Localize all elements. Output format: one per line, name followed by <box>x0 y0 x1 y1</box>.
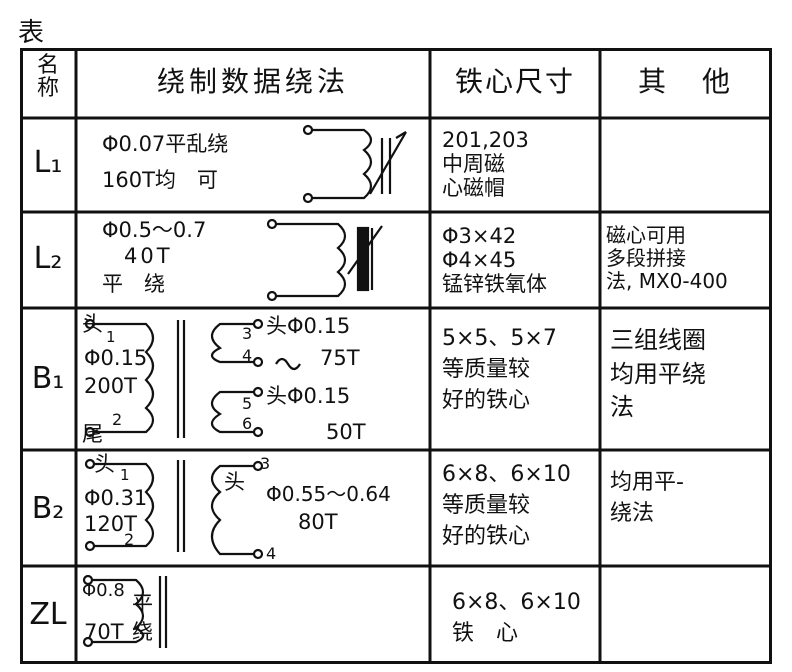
b1-start-label: 头 <box>82 312 103 336</box>
l2-core-size: Φ3×42 Φ4×45 锰锌铁氧体 <box>442 224 547 297</box>
zl-turns: 70T <box>84 620 124 644</box>
b1-pin3: 3 <box>242 324 253 343</box>
b2-pin1: 1 <box>120 466 130 484</box>
b2-other: 均用平- 绕法 <box>610 470 684 526</box>
b1-pin4: 4 <box>242 346 253 365</box>
b2-turns-primary: 120T <box>84 512 137 536</box>
l2-winding-line2: 40T <box>124 244 173 268</box>
b1-transformer-symbol <box>84 318 301 438</box>
l2-other: 磁心可用 多段拼接 法, MX0-400 <box>606 223 728 293</box>
winding-data-table: 名称 绕制数据绕法 铁心尺寸 其 他 L₁ Φ0.07平乱绕 160T均 可 2… <box>20 48 772 664</box>
b1-pin2: 2 <box>112 410 123 429</box>
row-name-l1: L₁ <box>33 145 63 180</box>
b1-sec1-wire: 头Φ0.15 <box>266 314 351 338</box>
row-name-b2: B₂ <box>31 491 65 526</box>
b2-pin4: 4 <box>266 544 277 563</box>
table-caption: 表 <box>18 18 45 48</box>
b1-core-size: 5×5、5×7 等质量较 好的铁心 <box>442 326 557 413</box>
b2-core-size: 6×8、6×10 等质量较 好的铁心 <box>442 462 571 549</box>
row-name-b1: B₁ <box>31 361 65 396</box>
zl-wind-label: 绕 <box>132 620 153 644</box>
l2-winding-line1: Φ0.5～0.7 <box>102 218 207 242</box>
header-core: 铁心尺寸 <box>454 65 575 98</box>
zl-flat-label: 平 <box>132 592 153 616</box>
b2-wire-primary: Φ0.31 <box>84 486 148 510</box>
b2-sec-start-label: 头 <box>224 470 245 494</box>
header-name: 名称 <box>36 53 59 102</box>
b1-other: 三组线圈 均用平绕 法 <box>610 326 706 422</box>
b1-wire-primary: Φ0.15 <box>84 346 148 370</box>
row-name-zl: ZL <box>29 597 67 632</box>
l2-inductor-symbol <box>266 218 383 302</box>
b1-sec2-turns: 50T <box>326 420 366 444</box>
row-name-l2: L₂ <box>33 241 63 276</box>
b1-sec2-wire: 头Φ0.15 <box>266 384 351 408</box>
l1-inductor-symbol <box>302 124 407 204</box>
header-winding: 绕制数据绕法 <box>156 65 349 98</box>
b1-pin1: 1 <box>106 328 116 346</box>
b2-start-label: 头 <box>94 452 115 476</box>
l1-core-size: 201,203 中周磁 心磁帽 <box>442 128 529 201</box>
zl-wire: Φ0.8 <box>82 580 125 601</box>
b2-sec-turns: 80T <box>298 510 338 534</box>
b1-sec1-turns: 75T <box>320 346 360 370</box>
b2-transformer-symbol <box>84 458 264 560</box>
b1-turns-primary: 200T <box>84 374 137 398</box>
b2-sec-wire: Φ0.55～0.64 <box>266 482 391 506</box>
b1-pin6: 6 <box>242 414 253 433</box>
l2-winding-line3: 平 绕 <box>102 272 165 296</box>
zl-choke-symbol <box>82 574 168 648</box>
b1-end-label: 尾 <box>82 422 103 446</box>
zl-core-size: 6×8、6×10 铁 心 <box>452 590 581 646</box>
b1-pin5: 5 <box>242 394 253 413</box>
l1-winding-line2: 160T均 可 <box>102 168 218 192</box>
header-other: 其 他 <box>637 65 734 98</box>
table-grid <box>20 48 772 664</box>
b2-pin3: 3 <box>260 454 271 473</box>
l1-winding-line1: Φ0.07平乱绕 <box>102 132 229 156</box>
b2-pin2: 2 <box>124 530 135 549</box>
